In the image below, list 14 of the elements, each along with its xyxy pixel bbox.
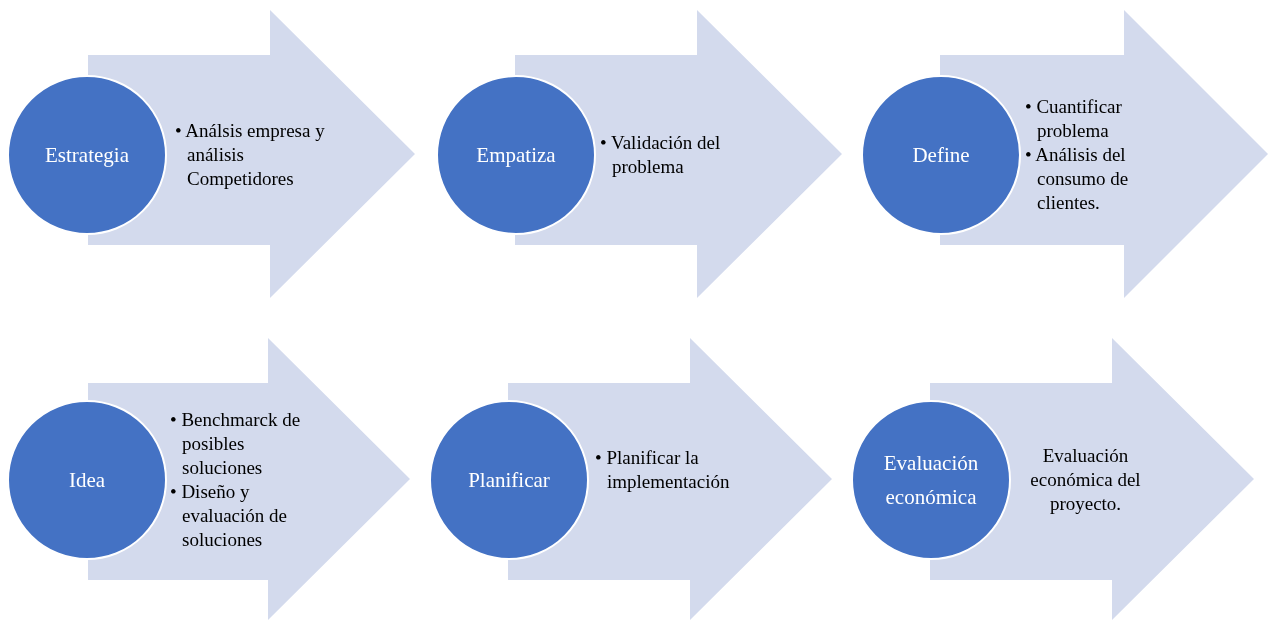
step-description: • Análisis del consumo de clientes. [1025, 143, 1130, 215]
step-title: Define [912, 142, 970, 169]
step-title: Estrategia [45, 142, 129, 169]
step-description: • Análsis empresa y análisis Competidores [175, 119, 325, 191]
step-description: • Validación del problema [600, 131, 722, 179]
step-title: Idea [68, 467, 106, 494]
step-description: Evaluación económica del proyecto. [1029, 444, 1142, 516]
step-title: Empatiza [476, 142, 556, 169]
step-description: • Diseño y evaluación de soluciones [170, 480, 288, 552]
step-description: • Cuantificar problema [1025, 95, 1123, 143]
step-description: • Planificar la implementación [595, 446, 731, 494]
step-title: Planificar [468, 467, 550, 494]
step-description: • Benchmarck de posibles soluciones [170, 408, 302, 480]
step-title: Evaluación económica [882, 450, 980, 511]
